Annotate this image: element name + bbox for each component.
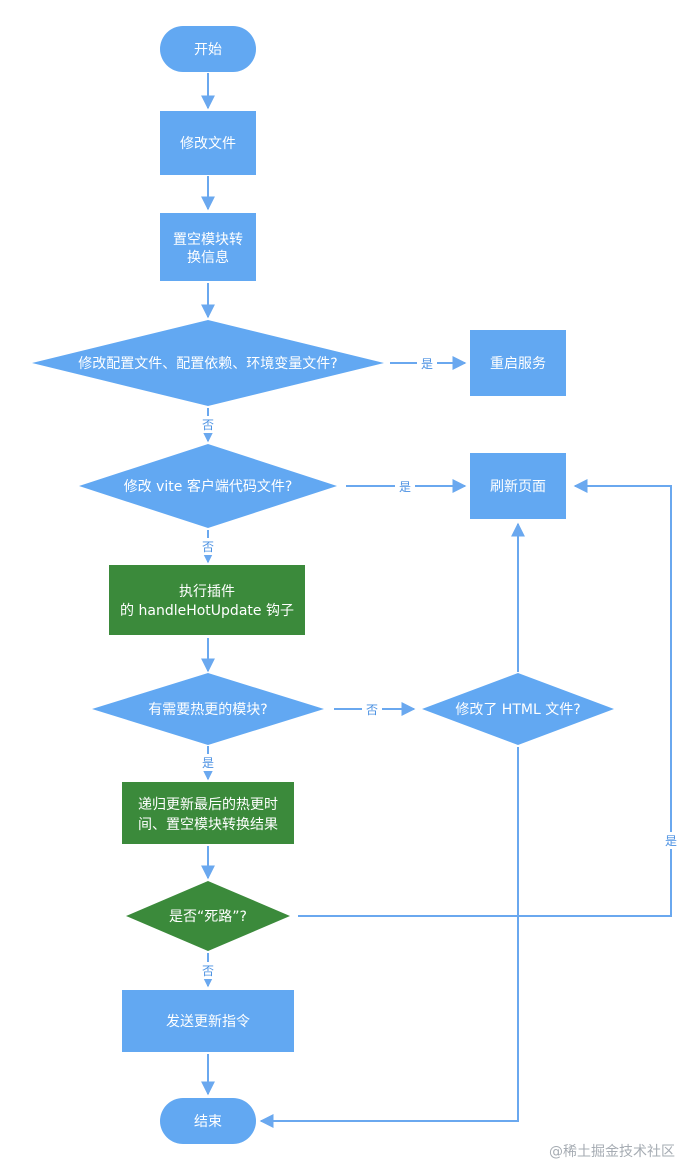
node-restart-server-label: 重启服务: [490, 356, 546, 372]
node-clear-info-line2: 换信息: [187, 249, 229, 266]
node-check-dead-end: [126, 881, 290, 951]
node-run-plugin-line1: 执行插件: [179, 584, 235, 600]
label-dead-no: 否: [202, 964, 214, 978]
node-update-time: [122, 782, 294, 844]
node-check-html-label: 修改了 HTML 文件?: [455, 702, 580, 718]
node-modify-file-label: 修改文件: [180, 136, 236, 152]
node-clear-info: [160, 213, 256, 281]
node-check-client-label: 修改 vite 客户端代码文件?: [124, 478, 293, 495]
node-check-client: [79, 444, 337, 528]
label-dead-yes: 是: [665, 834, 677, 848]
node-start-label: 开始: [194, 42, 222, 58]
label-hmr-no: 否: [366, 703, 378, 717]
node-check-html: [422, 673, 614, 745]
node-run-plugin: [109, 565, 305, 635]
node-check-hmr: [92, 673, 324, 745]
label-config-no: 否: [202, 418, 214, 432]
node-reload-page: [470, 453, 566, 519]
node-check-config: [32, 320, 384, 406]
node-start: [160, 26, 256, 72]
node-restart-server: [470, 330, 566, 396]
node-send-update: [122, 990, 294, 1052]
node-clear-info-line1: 置空模块转: [173, 232, 243, 248]
node-run-plugin-line2: 的 handleHotUpdate 钩子: [120, 603, 294, 619]
edge-dead-to-reload: [298, 479, 672, 917]
label-config-yes: 是: [421, 357, 433, 371]
node-update-time-line1: 递归更新最后的热更时: [138, 796, 278, 813]
label-client-yes: 是: [399, 480, 411, 494]
watermark: @稀土掘金技术社区: [549, 1144, 675, 1160]
node-check-hmr-label: 有需要热更的模块?: [148, 702, 267, 718]
edge-html-to-end: [259, 747, 519, 1128]
node-update-time-line2: 间、置空模块转换结果: [138, 816, 278, 833]
node-check-config-label: 修改配置文件、配置依赖、环境变量文件?: [78, 356, 337, 372]
node-end: [160, 1098, 256, 1144]
node-modify-file: [160, 111, 256, 175]
node-check-dead-end-label: 是否“死路”?: [169, 909, 247, 925]
label-hmr-yes: 是: [202, 756, 214, 770]
node-reload-page-label: 刷新页面: [490, 479, 546, 495]
node-end-label: 结束: [194, 1114, 222, 1130]
label-client-no: 否: [202, 540, 214, 554]
node-send-update-label: 发送更新指令: [166, 1014, 250, 1030]
